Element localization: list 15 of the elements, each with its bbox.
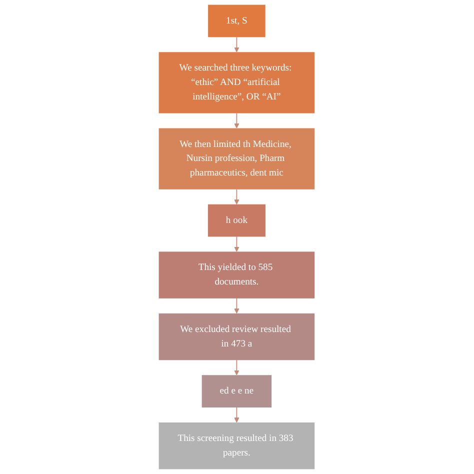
node-box: 1st, S: [208, 4, 266, 38]
node-box: This screening resulted in 383 papers.: [159, 422, 315, 470]
node-box: h ook: [208, 204, 266, 237]
arrow: [234, 188, 240, 205]
node-box: We then limited th Medicine, Nursin profession, Pharm pharmaceutics, dent mic: [159, 128, 315, 190]
arrow: [234, 36, 240, 52]
node-box: We searched three keywords: “ethic” AND “artificial intelligence”, OR “AI”: [159, 52, 315, 114]
arrow: [234, 236, 240, 252]
arrow: [234, 360, 240, 376]
node-box: We excluded review resulted in 473 a: [159, 313, 315, 360]
arrow: [234, 407, 240, 423]
arrow: [234, 112, 240, 128]
arrow: [234, 298, 240, 314]
node-box: This yielded to 585 documents.: [159, 252, 315, 298]
node-box: ed e e ne: [202, 375, 272, 408]
